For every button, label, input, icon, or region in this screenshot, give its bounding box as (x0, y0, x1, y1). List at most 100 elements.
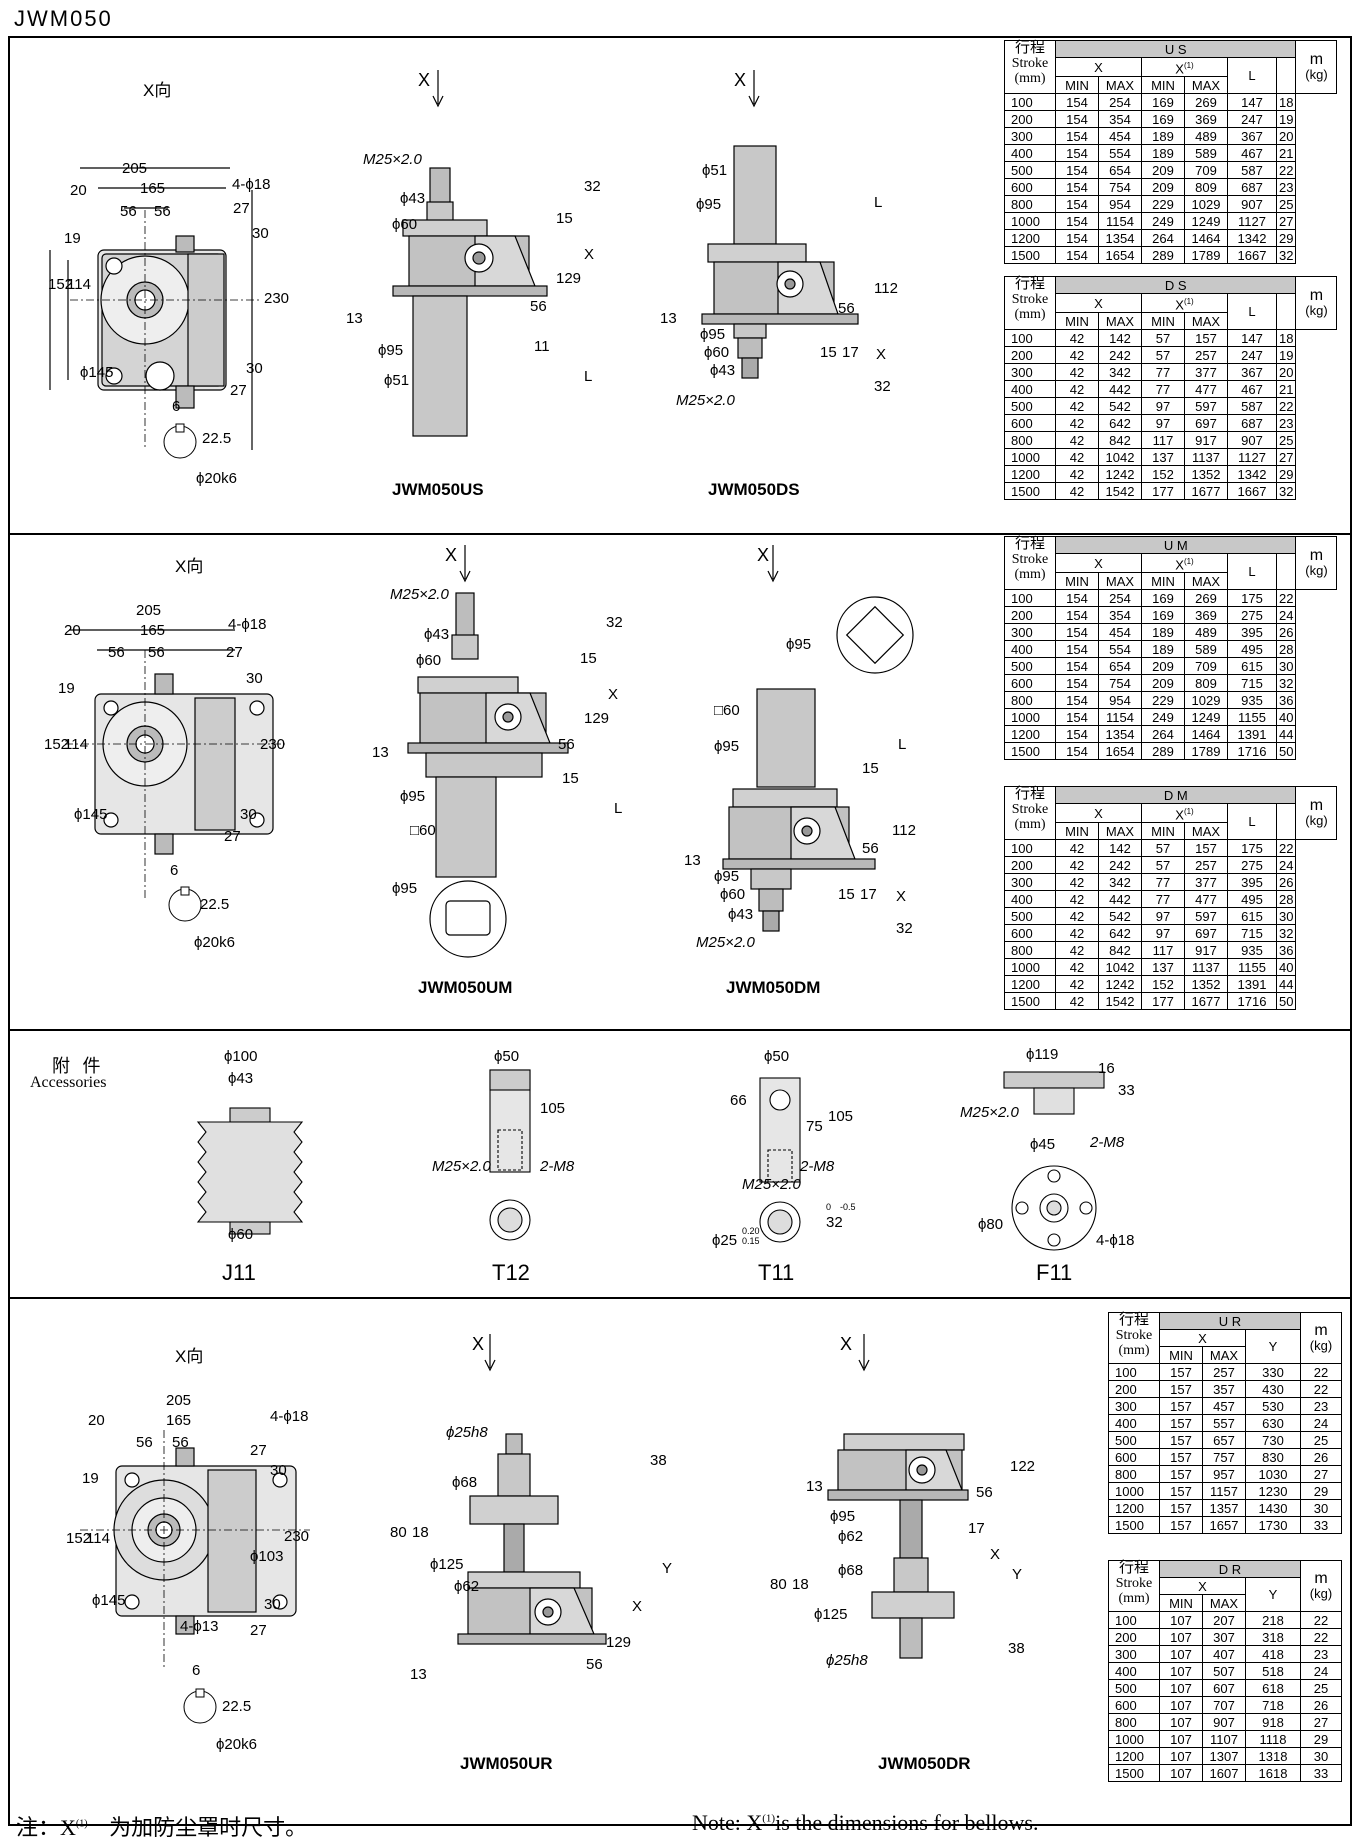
stroke-cell: 1500 (1108, 1764, 1160, 1782)
value-cell: 107 (1159, 1730, 1203, 1748)
caption-us: JWM050US (392, 480, 484, 499)
dim-label: ϕ25 (712, 1232, 738, 1249)
value-cell: 357 (1202, 1380, 1246, 1398)
value-cell: 307 (1202, 1628, 1246, 1646)
value-cell: 107 (1159, 1764, 1203, 1782)
caption-um: JWM050UM (418, 978, 513, 997)
section-divider (8, 1029, 1352, 1031)
value-cell: 77 (1141, 873, 1185, 892)
drawing-frame (8, 36, 1352, 1826)
value-cell: 154 (1055, 691, 1099, 710)
min-header: MIN (1055, 312, 1099, 331)
dim-label: 15 (580, 650, 597, 667)
value-cell: 24 (1300, 1662, 1342, 1680)
dim-label: M25×2.0 (390, 586, 449, 603)
dim-label: ϕ43 (228, 1070, 254, 1087)
min-header: MIN (1141, 822, 1185, 841)
dim-label: 0.20 (742, 1226, 760, 1236)
stroke-cell: 600 (1108, 1448, 1160, 1466)
value-cell: 42 (1055, 363, 1099, 382)
dim-label: ϕ95 (392, 880, 418, 897)
value-cell: 589 (1184, 144, 1228, 163)
value-cell: 657 (1202, 1431, 1246, 1449)
dim-label: 32 (584, 178, 601, 195)
stroke-cell: 800 (1004, 431, 1056, 450)
value-cell: 33 (1300, 1516, 1342, 1534)
value-cell: 22 (1300, 1628, 1342, 1646)
stroke-cell: 100 (1108, 1611, 1160, 1629)
xview-drawing (80, 1430, 310, 1670)
value-cell: 42 (1055, 856, 1099, 875)
x-arrow-label: X (757, 545, 770, 565)
value-cell: 175 (1227, 589, 1277, 608)
value-cell: 495 (1227, 640, 1277, 659)
value-cell: 935 (1227, 691, 1277, 710)
stroke-cell: 600 (1004, 674, 1056, 693)
value-cell: 177 (1141, 992, 1185, 1011)
value-cell: 489 (1184, 127, 1228, 146)
stroke-cell: 200 (1108, 1628, 1160, 1646)
value-cell: 229 (1141, 195, 1185, 214)
value-cell: 154 (1055, 674, 1099, 693)
value-cell: 1716 (1227, 742, 1277, 761)
dim-label: ϕ43 (728, 906, 754, 923)
value-cell: 1464 (1184, 229, 1228, 248)
value-cell: 630 (1245, 1414, 1301, 1432)
dim-label: ϕ68 (452, 1474, 478, 1491)
stroke-header-unit: (mm) (1014, 71, 1046, 86)
value-cell: 28 (1275, 640, 1297, 659)
value-cell: 718 (1245, 1696, 1301, 1714)
value-cell: 42 (1055, 924, 1099, 943)
dim-label: ϕ145 (80, 364, 114, 381)
dim-label: 2-M8 (540, 1158, 575, 1175)
value-cell: 1029 (1184, 691, 1228, 710)
value-cell: 107 (1159, 1611, 1203, 1629)
page-title: JWM050 (14, 6, 113, 31)
dim-label: ϕ60 (392, 216, 418, 233)
value-cell: 189 (1141, 144, 1185, 163)
value-cell: 20 (1275, 363, 1297, 382)
dim-label: ϕ60 (720, 886, 746, 903)
x-header: X (1055, 802, 1142, 824)
value-cell: 157 (1184, 839, 1228, 858)
dim-label: 13 (410, 1666, 427, 1683)
section-accessories: 附 件 Accessories ϕ100 ϕ43 ϕ60 J11 ϕ50 105… (30, 1046, 1135, 1285)
value-cell: 157 (1159, 1482, 1203, 1500)
stroke-header-unit: (mm) (1014, 307, 1046, 322)
dim-label: ϕ119 (1026, 1046, 1059, 1063)
value-cell: 1242 (1098, 465, 1142, 484)
dm-drawing (722, 545, 914, 932)
value-cell: 33 (1300, 1764, 1342, 1782)
value-cell: 107 (1159, 1679, 1203, 1697)
value-cell: 154 (1055, 623, 1099, 642)
value-cell: 430 (1245, 1380, 1301, 1398)
stroke-header-en: Stroke (1115, 1576, 1153, 1591)
x1-header-sup: (1) (1183, 807, 1194, 816)
stroke-cell: 400 (1108, 1662, 1160, 1680)
dim-label: 0 (826, 1202, 832, 1212)
value-cell: 19 (1275, 346, 1297, 365)
section-us-ds: X向 205 165 20 56 56 4-ϕ18 19 152 114 27 … (0, 0, 1360, 533)
stroke-cell: 600 (1108, 1696, 1160, 1714)
value-cell: 367 (1227, 363, 1277, 382)
x-direction-label: X向 (143, 81, 172, 100)
value-cell: 154 (1055, 178, 1099, 197)
stroke-header-cn: 行程 (1014, 40, 1045, 56)
value-cell: 42 (1055, 975, 1099, 994)
value-cell: 1342 (1227, 465, 1277, 484)
dim-label: M25×2.0 (363, 151, 422, 168)
dim-label: 13 (346, 310, 363, 327)
value-cell: 377 (1184, 873, 1228, 892)
section-divider (8, 533, 1352, 535)
dim-label: 33 (1118, 1082, 1135, 1099)
